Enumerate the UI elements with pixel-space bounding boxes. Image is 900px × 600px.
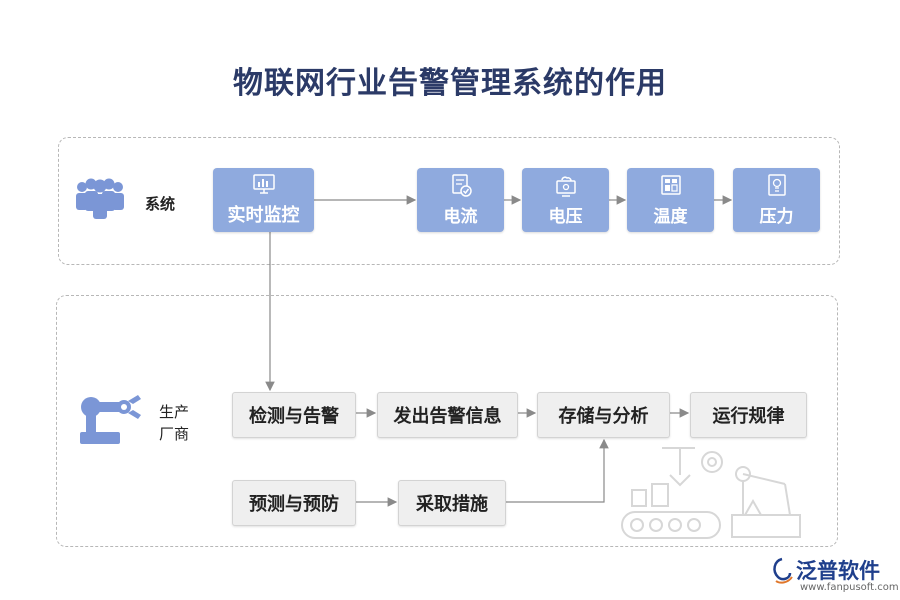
pressure-box: 压力 <box>733 168 820 232</box>
predict-prevent-box: 预测与预防 <box>232 480 356 526</box>
factory-illustration <box>621 447 801 539</box>
temperature-label: 温度 <box>653 207 688 227</box>
voltage-box: 电压 <box>522 168 609 232</box>
device-panel-icon <box>660 175 681 195</box>
voltage-label: 电压 <box>548 207 583 227</box>
arrow-action-to-store <box>506 438 609 503</box>
lightbulb-doc-icon <box>767 174 786 196</box>
cloud-monitor-icon <box>555 176 576 197</box>
people-icon <box>76 178 124 219</box>
manufacturer-panel <box>56 295 838 547</box>
store-analyze-box: 存储与分析 <box>537 392 670 438</box>
monitor-chart-icon <box>252 174 275 194</box>
document-check-icon <box>451 174 472 197</box>
temperature-box: 温度 <box>627 168 714 232</box>
system-label: 系统 <box>145 195 176 213</box>
realtime-monitor-label: 实时监控 <box>227 205 300 226</box>
manufacturer-label: 生产 厂商 <box>159 401 189 445</box>
current-box: 电流 <box>417 168 504 232</box>
system-panel <box>58 137 840 265</box>
page-title: 物联网行业告警管理系统的作用 <box>233 66 667 101</box>
operation-pattern-box: 运行规律 <box>690 392 807 438</box>
pressure-label: 压力 <box>759 207 794 227</box>
brand-name: 泛普软件 <box>796 559 880 583</box>
manufacturer-label-line1: 生产 <box>159 403 190 421</box>
robot-arm-icon <box>80 395 141 444</box>
brand-logo: 泛普软件 www.fanpusoft.com <box>770 555 899 595</box>
brand-url: www.fanpusoft.com <box>800 582 899 593</box>
send-alert-box: 发出告警信息 <box>377 392 518 438</box>
realtime-monitor-box: 实时监控 <box>213 168 314 232</box>
manufacturer-label-line2: 厂商 <box>159 425 190 443</box>
brand-swirl-icon <box>773 557 793 584</box>
current-label: 电流 <box>443 207 478 227</box>
take-action-box: 采取措施 <box>398 480 506 526</box>
detect-alert-box: 检测与告警 <box>232 392 356 438</box>
